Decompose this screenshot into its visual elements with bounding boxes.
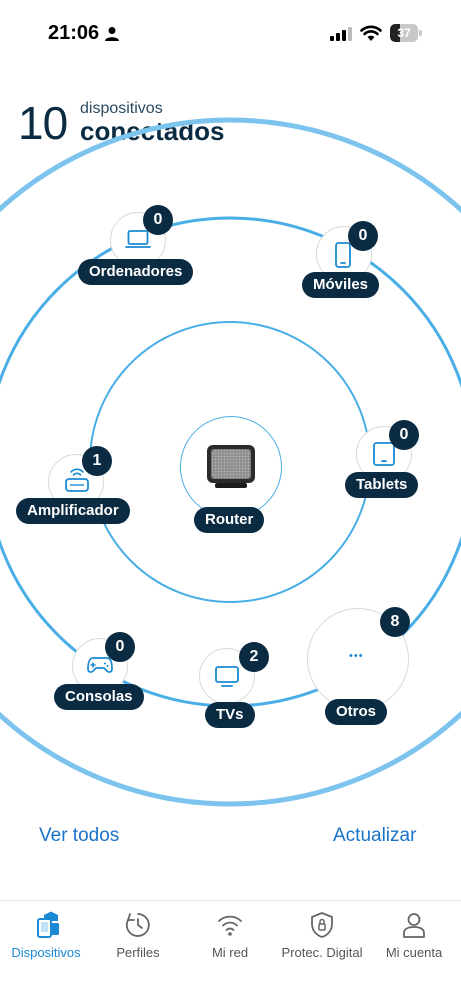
amplificador-count: 1	[82, 446, 112, 476]
signal-icon	[330, 27, 352, 41]
otros-label[interactable]: Otros	[325, 699, 388, 725]
tab-label: Mi red	[211, 945, 249, 960]
tab-protec-digital[interactable]: Protec. Digital	[276, 911, 368, 971]
tab-mi-cuenta[interactable]: Mi cuenta	[368, 911, 460, 971]
tvs-label[interactable]: TVs	[205, 702, 255, 728]
mobile-icon	[335, 242, 351, 268]
tab-label: Perfiles	[116, 945, 160, 960]
consolas-label[interactable]: Consolas	[54, 684, 144, 710]
timer-icon	[125, 913, 150, 937]
battery-indicator: 37	[390, 24, 422, 42]
shield-lock-icon	[311, 912, 333, 938]
tab-bar: Dispositivos Perfiles Mi red Protec. Dig…	[0, 900, 461, 999]
router-label[interactable]: Router	[194, 507, 265, 533]
more-icon: •••	[349, 650, 364, 662]
gamepad-icon	[87, 657, 113, 673]
tablets-label[interactable]: Tablets	[345, 472, 419, 498]
tvs-count: 2	[239, 642, 269, 672]
header-subtitle: dispositivos	[80, 100, 163, 117]
router-node[interactable]	[180, 416, 282, 518]
laptop-icon	[125, 230, 151, 248]
person-icon	[105, 27, 119, 41]
moviles-label[interactable]: Móviles	[302, 272, 380, 298]
header-title: conectados	[80, 116, 225, 146]
wifi-status-icon	[360, 25, 382, 41]
amplificador-label[interactable]: Amplificador	[16, 498, 130, 524]
ordenadores-count: 0	[143, 205, 173, 235]
status-bar: 21:06 37	[0, 0, 461, 64]
extender-icon	[65, 468, 89, 492]
tv-icon	[215, 666, 239, 687]
tablets-count: 0	[389, 420, 419, 450]
ordenadores-label[interactable]: Ordenadores	[78, 259, 194, 285]
status-time: 21:06	[48, 22, 100, 44]
otros-count: 8	[380, 607, 410, 637]
see-all-link[interactable]: Ver todos	[39, 825, 120, 846]
moviles-count: 0	[348, 221, 378, 251]
tab-label: Protec. Digital	[281, 945, 363, 960]
devices-icon	[37, 911, 59, 938]
wifi-icon	[218, 915, 242, 936]
tab-perfiles[interactable]: Perfiles	[92, 911, 184, 971]
user-icon	[403, 913, 425, 938]
tab-label: Mi cuenta	[385, 945, 443, 960]
tab-label: Dispositivos	[11, 945, 81, 960]
refresh-link[interactable]: Actualizar	[333, 825, 417, 846]
consolas-count: 0	[105, 632, 135, 662]
battery-level: 37	[397, 26, 411, 40]
device-count: 10	[18, 97, 68, 149]
tablet-icon	[373, 442, 395, 466]
router-icon	[207, 445, 255, 488]
tab-dispositivos[interactable]: Dispositivos	[0, 911, 92, 971]
tab-mi-red[interactable]: Mi red	[184, 911, 276, 971]
